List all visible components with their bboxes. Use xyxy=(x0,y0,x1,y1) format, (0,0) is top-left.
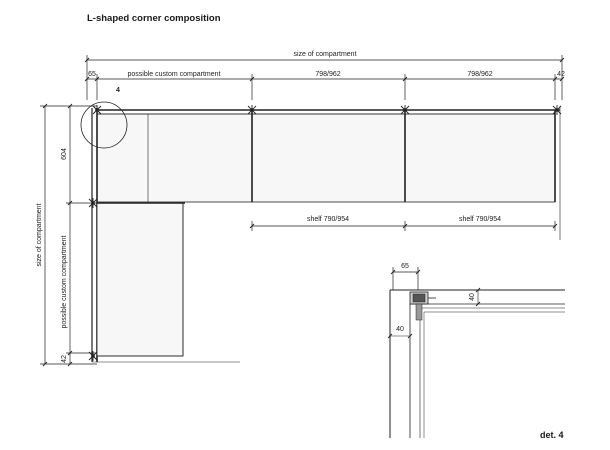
junction-markers xyxy=(88,105,562,361)
detail-label: det. 4 xyxy=(540,430,564,440)
dim-detail-width: 65 xyxy=(401,263,409,270)
dim-mid-module: 798/962 xyxy=(315,71,340,78)
l-composition xyxy=(91,106,561,363)
dim-size-of-compartment-top: size of compartment xyxy=(293,51,356,58)
dim-possible-custom-side: possible custom compartment xyxy=(61,235,68,328)
left-dimension-ticks xyxy=(42,103,73,367)
dim-size-of-compartment-side: size of compartment xyxy=(36,203,43,266)
detail-4-circle xyxy=(80,101,128,149)
dim-detail-depth-right: 40 xyxy=(469,293,476,301)
shelf-dimensions xyxy=(251,221,556,231)
dim-bottom-end: 42 xyxy=(61,355,68,363)
dim-detail-depth-left: 40 xyxy=(396,326,404,333)
dim-left-end: 65 xyxy=(88,71,96,78)
dim-right-end: 42 xyxy=(557,71,565,78)
detail-4-drawing xyxy=(387,267,565,438)
dim-depth-left: 604 xyxy=(61,148,68,160)
dim-shelf-right: shelf 790/954 xyxy=(459,216,501,223)
dim-shelf-mid: shelf 790/954 xyxy=(307,216,349,223)
page-title: L-shaped corner composition xyxy=(87,13,221,24)
dim-right-module: 798/962 xyxy=(467,71,492,78)
dim-possible-custom-top: possible custom compartment xyxy=(128,71,221,78)
top-dimensions xyxy=(86,55,563,100)
detail-callout-number: 4 xyxy=(116,87,120,94)
top-dimension-ticks xyxy=(84,57,565,82)
